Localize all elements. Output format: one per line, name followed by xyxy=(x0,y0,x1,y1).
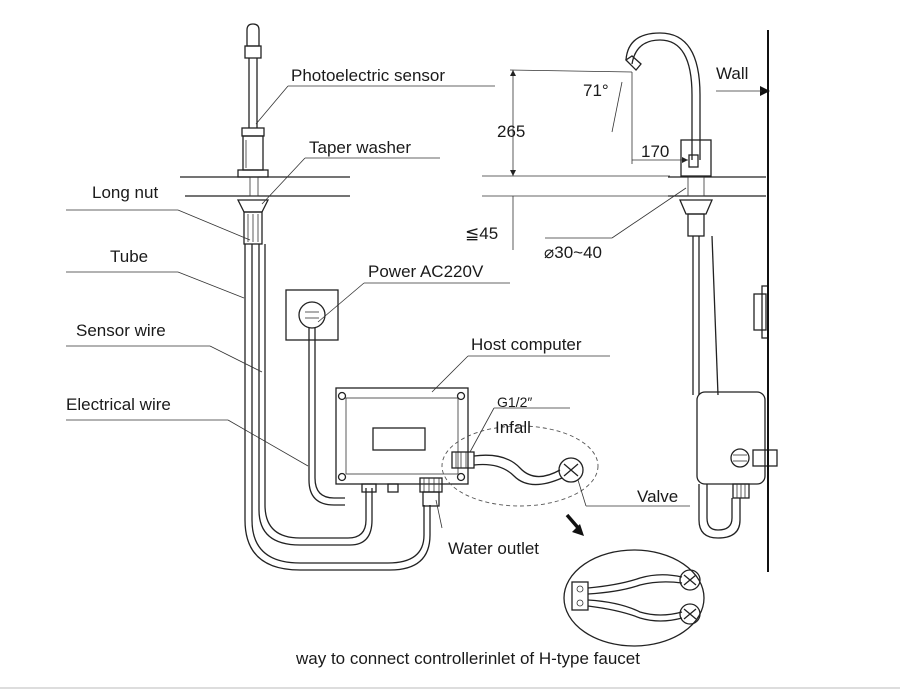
socket-plate xyxy=(285,289,339,341)
dimension-labels: 71° 265 170 ≦45 ⌀30~40 xyxy=(465,81,669,262)
right-faucet xyxy=(624,30,778,572)
label-long-nut: Long nut xyxy=(92,183,158,202)
label-water-outlet: Water outlet xyxy=(448,539,539,558)
label-power: Power AC220V xyxy=(368,262,484,281)
down-arrow-icon xyxy=(572,524,584,536)
valve-symbol xyxy=(558,457,584,483)
leader-lines xyxy=(66,85,690,529)
long-nut xyxy=(243,211,263,245)
wall-arrow-icon xyxy=(760,86,770,96)
label-infall: Infall xyxy=(495,418,531,437)
inlet-assembly xyxy=(441,425,705,647)
dim-angle: 71° xyxy=(583,81,609,100)
zoom-detail xyxy=(563,549,705,647)
label-tube: Tube xyxy=(110,247,148,266)
right-faucet-body xyxy=(680,139,712,177)
dim-thickness: ≦45 xyxy=(465,224,498,243)
label-g12: G1/2″ xyxy=(497,394,532,410)
dim-hole-diameter: ⌀30~40 xyxy=(544,243,602,262)
dimension-lines xyxy=(482,69,688,250)
caption: way to connect controllerinlet of H-type… xyxy=(295,649,640,668)
sensor-tip xyxy=(246,23,260,47)
right-sensor-window xyxy=(688,154,699,168)
infall-fitting xyxy=(451,451,475,469)
left-faucet xyxy=(180,23,431,571)
label-photoelectric-sensor: Photoelectric sensor xyxy=(291,66,445,85)
dim-reach: 170 xyxy=(641,142,669,161)
right-controller-box xyxy=(696,391,766,485)
label-valve: Valve xyxy=(637,487,678,506)
sensor-collar xyxy=(244,45,262,59)
taper-washer xyxy=(236,199,270,213)
faucet-base xyxy=(237,169,269,178)
dim-height: 265 xyxy=(497,122,525,141)
labels: Photoelectric sensor Taper washer Long n… xyxy=(66,64,748,558)
label-sensor-wire: Sensor wire xyxy=(76,321,166,340)
host-computer xyxy=(335,387,475,507)
inlet-highlight xyxy=(441,425,599,507)
power-socket xyxy=(285,289,345,506)
host-box xyxy=(335,387,469,485)
faucet-cap xyxy=(241,127,265,137)
label-taper-washer: Taper washer xyxy=(309,138,411,157)
label-wall: Wall xyxy=(716,64,748,83)
label-electrical-wire: Electrical wire xyxy=(66,395,171,414)
label-host-computer: Host computer xyxy=(471,335,582,354)
host-display xyxy=(372,427,426,451)
